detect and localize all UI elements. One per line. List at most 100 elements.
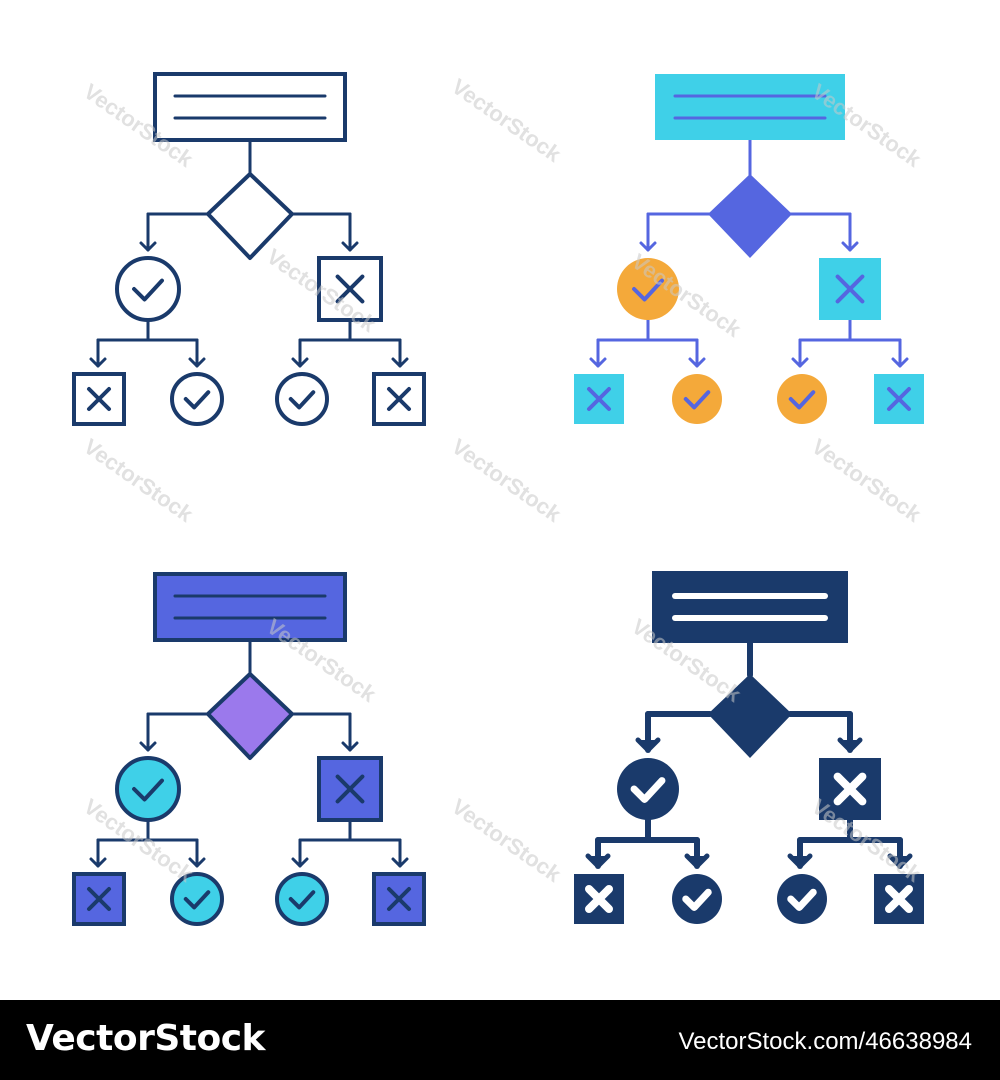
circle-shape [115,756,181,822]
x-mark-icon [387,887,411,911]
checkmark-icon [288,890,316,910]
decision-diamond [206,672,294,760]
x-mark-icon [335,774,365,804]
arrowhead-icon [291,857,309,868]
arrowhead-icon [391,857,409,868]
arrowhead-icon [188,857,206,868]
check-circle-icon [672,374,722,424]
check-circle-icon [777,874,827,924]
arrowhead-icon [89,357,107,368]
square-shape [72,372,126,426]
check-circle-icon [617,758,679,820]
x-box-icon [372,872,426,926]
circle-shape [777,374,827,424]
check-circle-icon [777,374,827,424]
arrowhead-icon [585,853,611,869]
x-mark-icon [587,387,611,411]
x-mark-icon [835,274,865,304]
arrowhead-icon [891,357,909,368]
arrowhead-icon [139,741,157,752]
checkmark-icon [288,390,316,410]
x-mark-icon [833,772,867,806]
x-mark-icon [87,887,111,911]
x-box-icon [372,372,426,426]
check-circle-icon [115,756,181,822]
circle-shape [170,372,224,426]
arrowhead-icon [787,853,813,869]
square-shape [317,756,383,822]
checkmark-icon [183,890,211,910]
arrowhead-icon [635,737,661,753]
x-box-icon [72,872,126,926]
arrowhead-icon [639,241,657,252]
footer-image-id: VectorStock.com/46638984 [678,1028,972,1055]
arrowhead-icon [139,241,157,252]
checkmark-icon [683,390,711,410]
x-box-icon [72,372,126,426]
arrowhead-icon [841,241,859,252]
x-mark-icon [335,274,365,304]
arrowhead-icon [791,357,809,368]
flowchart-solid-icon [574,571,924,924]
circle-shape [617,258,679,320]
flowchart-filled-outline-icon [72,572,426,926]
arrowhead-icon [188,357,206,368]
arrowhead-icon [589,357,607,368]
arrowhead-icon [291,357,309,368]
arrowhead-icon [837,737,863,753]
circle-shape [672,874,722,924]
arrowhead-icon [89,857,107,868]
arrowhead-icon [391,357,409,368]
arrowhead-icon [341,241,359,252]
check-circle-icon [672,874,722,924]
process-box [153,72,347,142]
circle-shape [617,758,679,820]
circle-shape [672,374,722,424]
checkmark-icon [132,278,164,302]
process-box [652,571,848,643]
x-box-icon [819,758,881,820]
x-box-icon [874,874,924,924]
checkmark-icon [183,390,211,410]
checkmark-icon [630,777,666,803]
connector-lines [89,638,409,868]
decision-diamond [206,172,294,260]
flowchart-icon-set [72,72,924,926]
x-box-icon [317,756,383,822]
flowchart-outline-icon [72,72,426,426]
check-circle-icon [275,872,329,926]
x-mark-icon [887,387,911,411]
flowchart-color-outline-icon [574,74,924,424]
x-mark-icon [585,885,613,913]
x-box-icon [574,874,624,924]
checkmark-icon [682,888,712,911]
arrowhead-icon [341,741,359,752]
circle-shape [115,256,181,322]
circle-shape [275,872,329,926]
connector-lines [585,637,913,869]
process-box [153,572,347,642]
x-box-icon [874,374,924,424]
circle-shape [170,872,224,926]
x-box-icon [317,256,383,322]
check-circle-icon [617,258,679,320]
connector-lines [589,138,909,368]
circle-shape [275,372,329,426]
check-circle-icon [170,872,224,926]
arrowhead-icon [684,853,710,869]
arrowhead-icon [688,357,706,368]
decision-diamond [708,674,792,758]
x-box-icon [574,374,624,424]
circle-shape [777,874,827,924]
checkmark-icon [632,278,664,302]
x-mark-icon [885,885,913,913]
check-circle-icon [170,372,224,426]
checkmark-icon [787,888,817,911]
check-circle-icon [275,372,329,426]
check-circle-icon [115,256,181,322]
footer-bar: VectorStock VectorStock.com/46638984 [0,1000,1000,1080]
x-mark-icon [387,387,411,411]
checkmark-icon [132,778,164,802]
x-mark-icon [87,387,111,411]
decision-diamond [708,174,792,258]
